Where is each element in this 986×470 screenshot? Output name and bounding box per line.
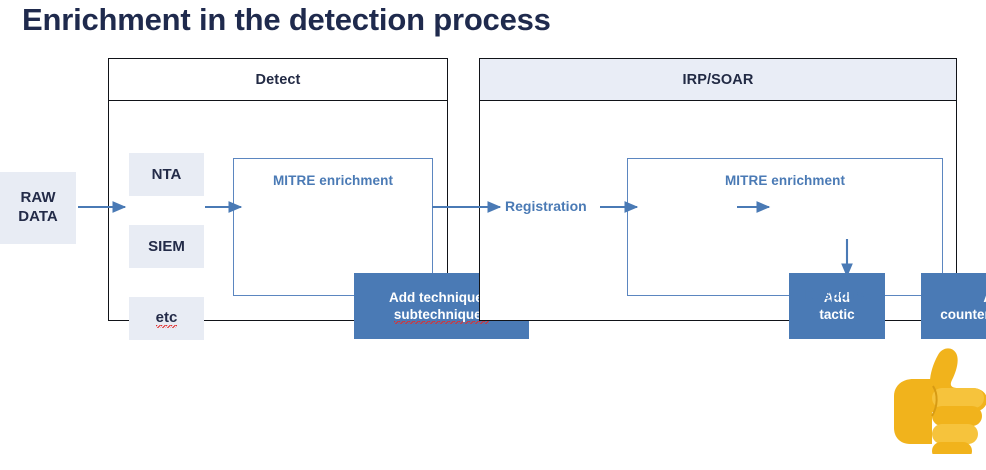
action-add-tactic[interactable]: Add tactic bbox=[789, 273, 885, 339]
action-add-techniques-line-1: Add techniques/ bbox=[388, 289, 494, 305]
source-chip-nta[interactable]: NTA bbox=[129, 153, 204, 196]
panel-irp-soar: IRP/SOAR MITRE enrichment Add tactic Add… bbox=[479, 58, 986, 339]
source-chip-etc-label: etc bbox=[155, 309, 178, 328]
source-chip-siem[interactable]: SIEM bbox=[129, 225, 204, 268]
action-add-tactic-line-2: tactic bbox=[819, 307, 855, 322]
mitre-enrichment-box-irp-soar: MITRE enrichment Add tactic Add counterm… bbox=[627, 158, 986, 339]
flow-label-registration: Registration bbox=[505, 198, 587, 214]
action-add-countermeasures-line-1: Add bbox=[983, 290, 986, 305]
flow-label-response: Response bbox=[805, 286, 872, 302]
mitre-enrichment-title-detect: MITRE enrichment bbox=[272, 173, 394, 188]
action-add-countermeasures[interactable]: Add countermeasures bbox=[921, 273, 986, 339]
source-chip-siem-label: SIEM bbox=[148, 238, 185, 255]
raw-data-line-1: RAW bbox=[20, 189, 56, 207]
thumbs-up-icon bbox=[886, 344, 986, 460]
source-chip-nta-label: NTA bbox=[151, 166, 182, 183]
mitre-enrichment-box-detect: MITRE enrichment Add techniques/ subtech… bbox=[233, 158, 529, 339]
mitre-enrichment-title-irp-soar: MITRE enrichment bbox=[724, 173, 846, 188]
raw-data-line-2: DATA bbox=[18, 208, 58, 225]
action-add-countermeasures-line-2: countermeasures bbox=[940, 307, 986, 322]
panel-detect-body: NTA SIEM etc MITRE enrichment Add techni… bbox=[109, 101, 529, 340]
raw-data-box: RAW DATA bbox=[0, 172, 76, 244]
panel-detect-title: Detect bbox=[109, 59, 447, 101]
panel-detect: Detect NTA SIEM etc MITRE enrichment Add… bbox=[108, 58, 529, 340]
page-title: Enrichment in the detection process bbox=[22, 2, 551, 37]
action-add-tactic-line-1: Add bbox=[823, 289, 851, 305]
panel-irp-soar-body: MITRE enrichment Add tactic Add counterm… bbox=[480, 101, 986, 339]
source-chip-etc[interactable]: etc bbox=[129, 297, 204, 340]
panel-irp-soar-title: IRP/SOAR bbox=[480, 59, 956, 101]
action-add-techniques-line-2: subtechniques bbox=[393, 307, 490, 324]
